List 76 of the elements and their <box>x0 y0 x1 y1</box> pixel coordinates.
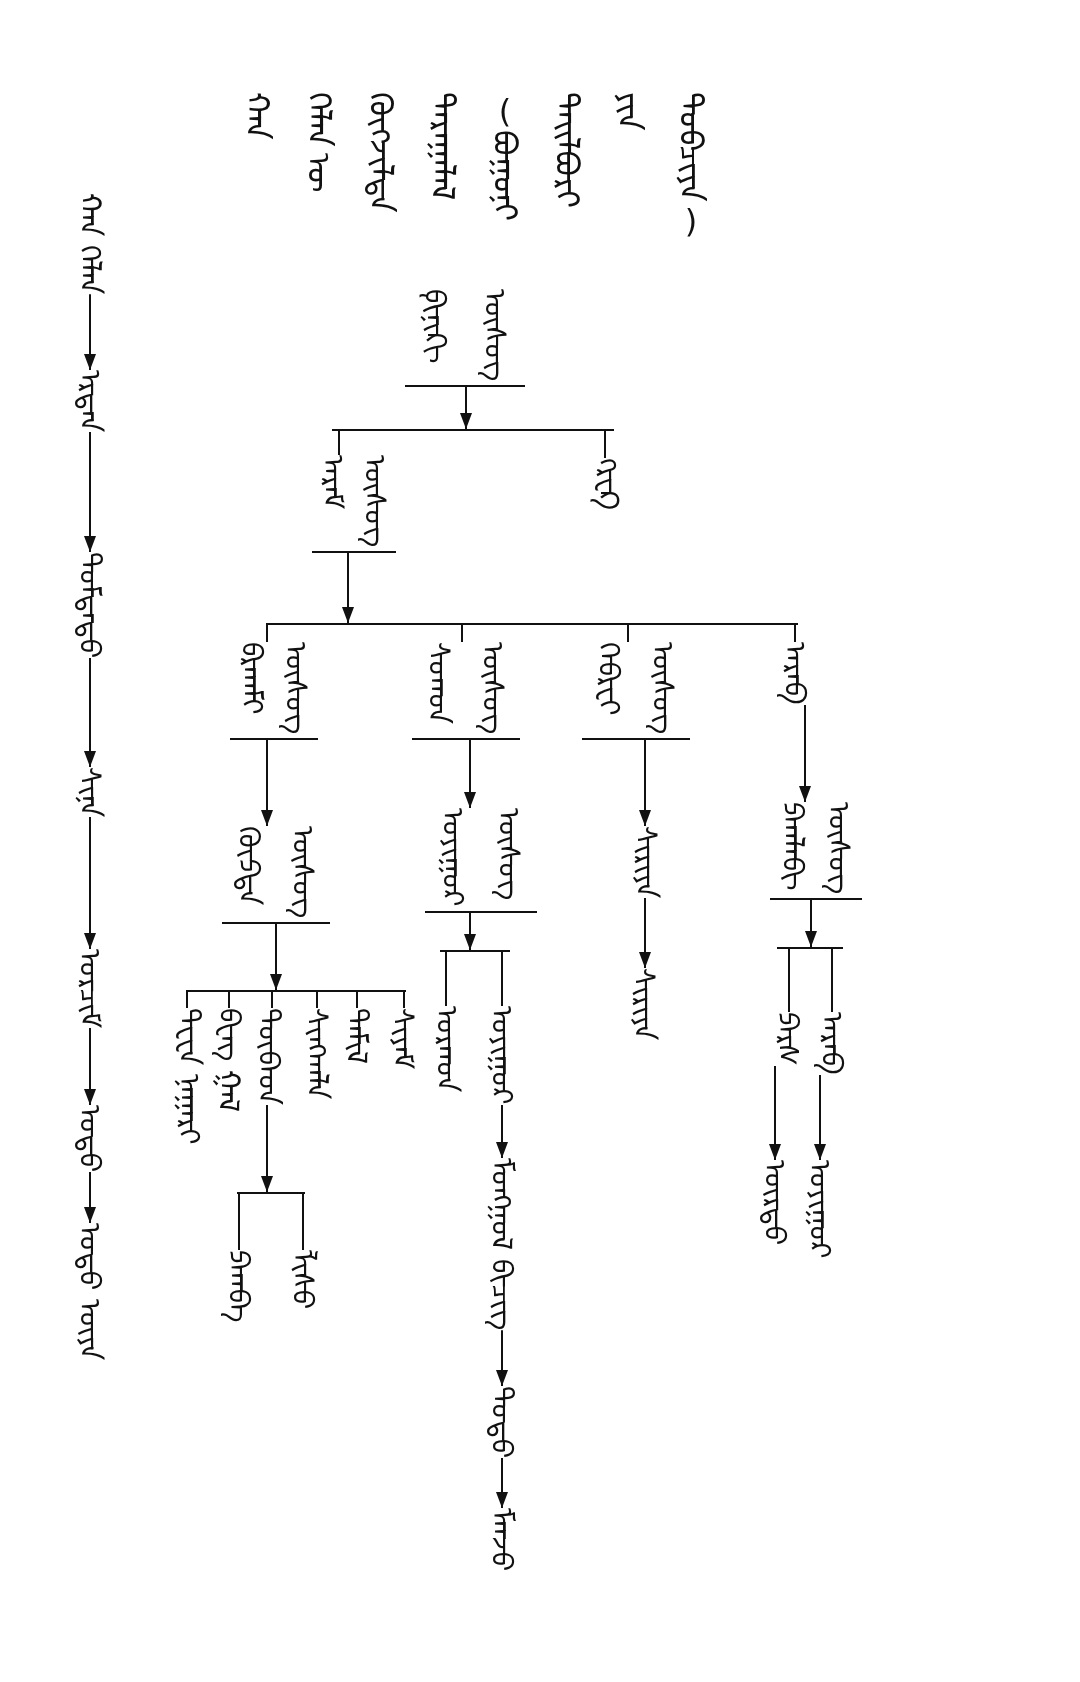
term-label: ᠰᠢᠶᠠᠮ <box>384 1008 422 1069</box>
arrow <box>270 923 282 991</box>
connector-line <box>604 430 606 459</box>
term-label: ᠮᠣᠩᠭᠣᠯ ᠪᠢᠴᠢᠭ <box>482 1158 522 1331</box>
term-label: ᠰᠢᠩᠬᠠᠯᠠ <box>298 1008 336 1099</box>
arrow <box>84 657 96 768</box>
arrow <box>342 552 354 624</box>
term-label: ᠳᠧᠸᠠ ᠨᠠᠭᠠᠷᠢ <box>170 1008 208 1146</box>
term-label: ᠬᠠᠨ ᠬᠡᠯᠡᠨ <box>70 193 110 295</box>
arrow <box>496 1329 508 1387</box>
underlined-label: ᠹᠢᠨᠢᠺᠢ ᠦᠰᠦᠭ <box>405 289 525 387</box>
arrow <box>84 431 96 553</box>
arrow <box>496 1104 508 1159</box>
term-label: ᠣᠳᠣ <box>70 1105 110 1172</box>
arrow <box>639 739 651 827</box>
term-label: ᠣᠳᠣ ᠦᠶᠡ <box>70 1223 110 1361</box>
underlined-label: ᠭᠦᠫᠲᠠ ᠦᠰᠦᠭ <box>222 826 330 924</box>
term-label: ᠤᠶᠢᠭᠤᠷ <box>800 1160 840 1259</box>
connector-line <box>794 624 796 643</box>
term-label: ᠮᠠᠨᠵᠤ <box>482 1508 522 1571</box>
term-label: ᠣᠷᠴᠢᠮ <box>70 949 110 1028</box>
term-label: ᠰᠢᠷᠢᠶᠠ <box>626 826 666 898</box>
arrow <box>261 739 273 827</box>
term-label: ᠲᠥᠪᠡᠳ <box>250 1008 288 1105</box>
connector-line <box>403 991 405 1009</box>
term-label: ᠲᠣᠳᠣ <box>482 1386 522 1458</box>
term-label: ᠯᠢᠰᠤ <box>284 1250 322 1309</box>
term-label: ᠪᠧᠩ ᠭᠠᠯ <box>210 1008 248 1113</box>
term-label: ᠳᠤᠮᠳᠠᠳᠤ <box>70 552 110 658</box>
underlined-label: ᠤᠶᠢᠭᠤᠷ ᠦᠰᠦᠭ <box>425 808 537 913</box>
term-label: ᠭᠷᠧᠺ <box>588 458 628 510</box>
arrow <box>84 816 96 950</box>
term-label: ᠰᠢᠷᠢᠶᠠ <box>624 968 664 1040</box>
underlined-label: ᠫᠠᠬᠯᠠᠪᠢ ᠦᠰᠦᠭ <box>770 802 862 900</box>
underlined-label: ᠰᠣᠭᠳ ᠦᠰᠦᠭ <box>412 642 520 740</box>
arrow <box>799 704 811 803</box>
arrow <box>460 386 472 430</box>
connector-line <box>302 1193 304 1251</box>
connector-line <box>501 951 503 1007</box>
term-label: ᠤᠶᠢᠭᠤᠷ <box>483 1006 521 1105</box>
term-label: ᠠᠷᠠᠪ <box>775 642 815 705</box>
connector-line <box>788 948 790 1013</box>
underlined-label: ᠪᠷᠠᠬᠮᠢ ᠦᠰᠦᠭ <box>230 642 318 740</box>
connector-line <box>238 1193 240 1251</box>
term-label: ᠫᠠᠭᠪᠠ <box>220 1250 258 1323</box>
connector-line <box>461 624 463 643</box>
arrow <box>805 899 817 948</box>
arrow <box>496 1457 508 1509</box>
term-label: ᠲᠠᠮᠢᠯ <box>338 1008 376 1064</box>
connector-line <box>228 991 230 1009</box>
connector-line <box>627 624 629 643</box>
arrow <box>261 1104 273 1193</box>
term-label: ᠦᠷᠳᠦ <box>755 1160 795 1245</box>
arrow <box>464 739 476 809</box>
connector-line <box>186 991 188 1009</box>
connector-line <box>316 991 318 1009</box>
connector-line <box>356 991 358 1009</box>
arrow <box>84 1027 96 1106</box>
arrow <box>464 912 476 951</box>
arrow <box>84 293 96 371</box>
term-label: ᠫᠠᠷᠰ <box>768 1012 808 1066</box>
term-label: ᠰᠢᠨᠡ <box>70 767 110 817</box>
connector-line <box>271 991 273 1009</box>
term-label: ᠠᠷᠠᠪ <box>812 1012 852 1075</box>
underlined-label: ᠠᠷᠠᠮ ᠦᠰᠦᠭ <box>312 455 396 553</box>
connector-line <box>266 624 268 643</box>
arrow <box>639 897 651 969</box>
arrow <box>84 1171 96 1224</box>
arrow <box>814 1074 826 1161</box>
term-label: ᠣᠷᠬᠣᠨ <box>428 1006 466 1092</box>
term-label: ᠡᠷᠲᠡᠨ <box>70 370 110 432</box>
connector-line <box>831 948 833 1013</box>
connector-line <box>338 430 340 456</box>
underlined-label: ᠬᠡᠪᠷᠧᠢ ᠦᠰᠦᠭ <box>582 642 690 740</box>
arrow <box>769 1065 781 1161</box>
connector-line <box>445 951 447 1007</box>
